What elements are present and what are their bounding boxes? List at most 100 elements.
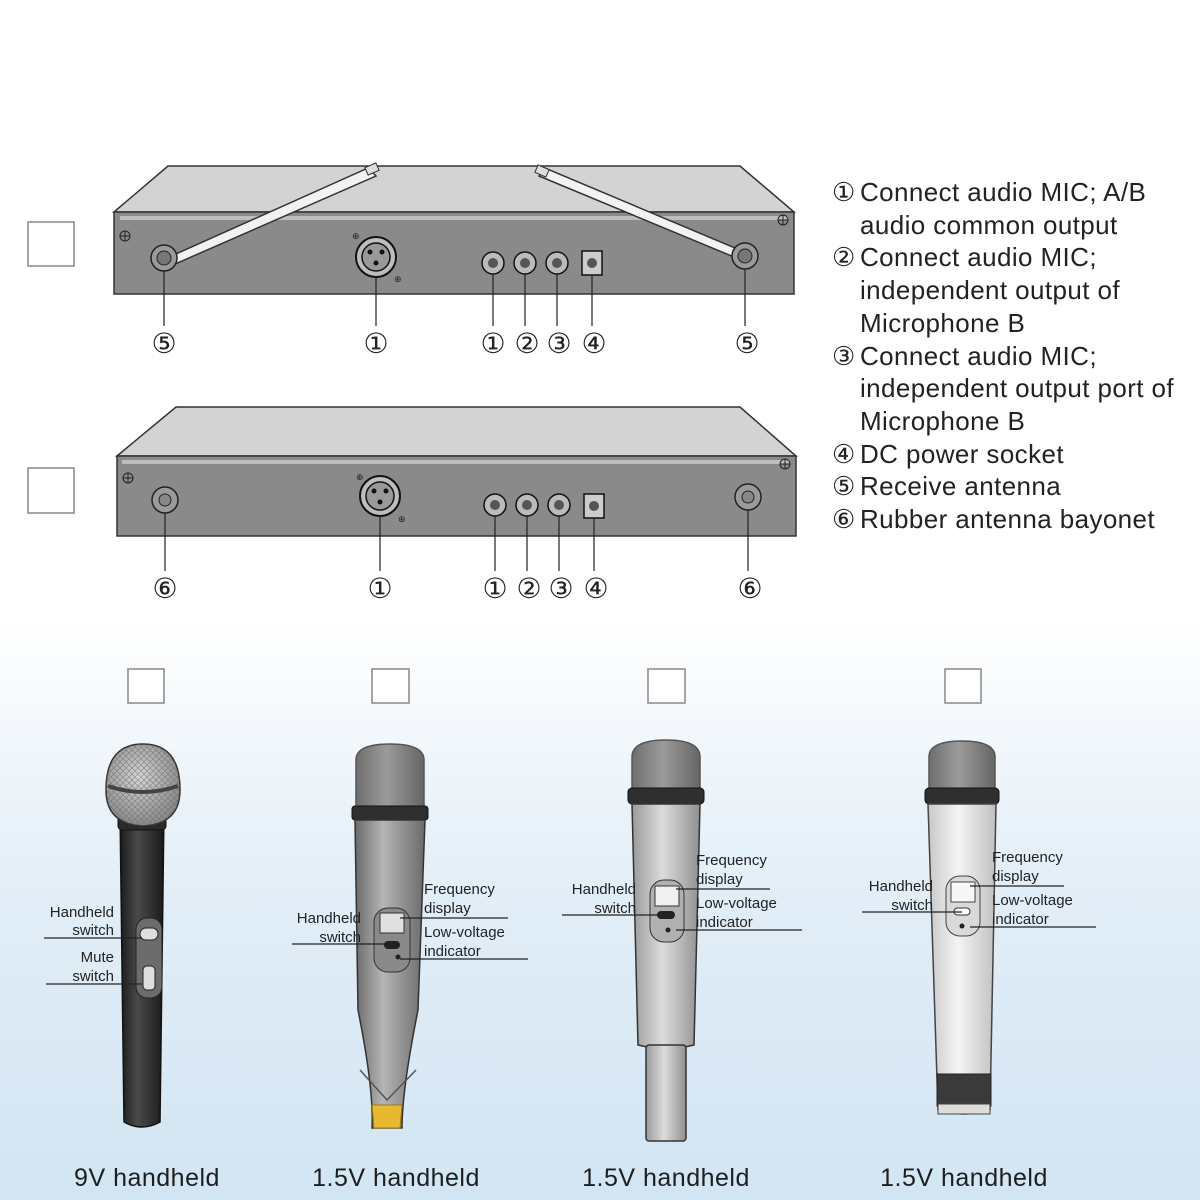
handheld-switch[interactable] [139,927,159,941]
label-frequency-display: display [992,868,1039,885]
low-voltage-indicator [959,923,965,929]
marker-1: ① [367,572,392,605]
receiver-rear-panel-bayonet: ⊕⊕ ⑥ ① ① ② ③ ④ ⑥ [27,406,798,605]
label-frequency-display: Frequency [424,881,495,898]
receiver-top-surface [114,406,798,457]
marker-5: ⑤ [151,327,176,360]
mute-switch[interactable] [142,965,156,991]
audio-jacks [483,493,571,517]
legend-number: ③ [832,340,856,371]
marker-3: ③ [548,572,573,605]
caption-mic-1: 9V handheld [74,1164,220,1192]
dc-power-socket-icon [583,493,605,519]
legend-text: Connect audio MIC; independent output of… [860,242,1120,338]
xlr-connector-icon: ⊕⊕ [356,472,406,524]
caption-mic-3: 1.5V handheld [582,1164,750,1192]
legend-number: ② [832,242,856,273]
label-low-voltage-indicator: Low-voltage [992,892,1073,909]
battery-grip [936,1073,992,1107]
marker-3: ③ [546,327,571,360]
checkbox-mic-2[interactable] [371,668,410,704]
label-low-voltage-indicator: indicator [696,914,753,931]
dc-power-socket-icon [581,250,603,276]
screw-icon [777,214,789,226]
label-mute-switch: Mute [81,949,114,966]
receiver-front-panel [113,211,795,295]
checkbox-mic-4[interactable] [944,668,982,704]
legend-number: ⑤ [832,471,856,502]
marker-5: ⑤ [734,327,759,360]
mic-9v-handheld: Handheld switch Mute switch [44,668,181,1128]
checkbox-receiver-1[interactable] [27,221,75,267]
legend-number: ① [832,177,856,207]
label-frequency-display: display [696,871,743,888]
label-low-voltage-indicator: indicator [424,943,481,960]
label-handheld-switch: Handheld [50,904,114,921]
label-handheld-switch: switch [319,929,361,946]
caption-mic-2: 1.5V handheld [312,1164,480,1192]
mic-1-5v-handheld-white: Handheld switch Frequency display Low-vo… [862,668,1096,1115]
checkbox-receiver-2[interactable] [27,467,75,514]
marker-6: ⑥ [152,572,177,605]
marker-4: ④ [583,572,608,605]
legend-text: Receive antenna [860,471,1062,502]
caption-mic-4: 1.5V handheld [880,1164,1048,1192]
legend-number: ⑥ [832,504,856,535]
low-voltage-indicator [395,954,401,960]
label-handheld-switch: switch [72,922,114,939]
svg-text:⊕: ⊕ [398,514,406,524]
checkbox-mic-3[interactable] [647,668,686,704]
audio-jacks [481,251,569,275]
marker-1: ① [363,327,388,360]
receiver-top-surface [111,165,797,213]
legend-text: Connect audio MIC; A/B audio common outp… [860,177,1147,240]
mic-handle [354,819,426,1129]
marker-6: ⑥ [737,572,762,605]
handheld-switch[interactable] [384,941,400,949]
marker-2: ② [516,572,541,605]
mic-foam-head [355,743,425,809]
label-handheld-switch: Handheld [297,910,361,927]
label-handheld-switch: switch [594,900,636,917]
legend-number: ④ [832,438,856,469]
label-low-voltage-indicator: indicator [992,911,1049,928]
screw-icon [119,230,131,242]
mic-foam-head [928,740,996,793]
label-low-voltage-indicator: Low-voltage [696,895,777,912]
mic-handle [927,803,997,1115]
svg-text:⊕: ⊕ [356,472,364,482]
label-mute-switch: switch [72,968,114,985]
legend-text: DC power socket [860,438,1064,469]
battery-cap [371,1104,403,1129]
label-handheld-switch: switch [891,897,933,914]
label-handheld-switch: Handheld [572,881,636,898]
receiver-rear-panel-antenna: ⊕⊕ ⑤ ① ① ② ③ ④ ⑤ [27,162,797,360]
marker-2: ② [514,327,539,360]
label-handheld-switch: Handheld [869,878,933,895]
mic-1-5v-handheld-gray: Handheld switch Frequency display Low-vo… [292,668,528,1129]
checkbox-mic-1[interactable] [127,668,165,704]
frequency-display [950,881,976,903]
background-gradient [0,620,1200,1200]
mic-1-5v-handheld-silver: Handheld switch Frequency display Low-vo… [562,668,802,1142]
legend-text: Rubber antenna bayonet [860,504,1156,535]
label-frequency-display: Frequency [992,849,1063,866]
frequency-display [379,912,405,934]
screw-icon [779,458,791,470]
svg-text:⊕: ⊕ [352,231,360,241]
label-frequency-display: display [424,900,471,917]
screw-icon [122,472,134,484]
low-voltage-indicator [665,927,671,933]
marker-1: ① [482,572,507,605]
mic-foam-head [631,739,701,793]
label-frequency-display: Frequency [696,852,767,869]
marker-4: ④ [581,327,606,360]
svg-text:⊕: ⊕ [394,274,402,284]
